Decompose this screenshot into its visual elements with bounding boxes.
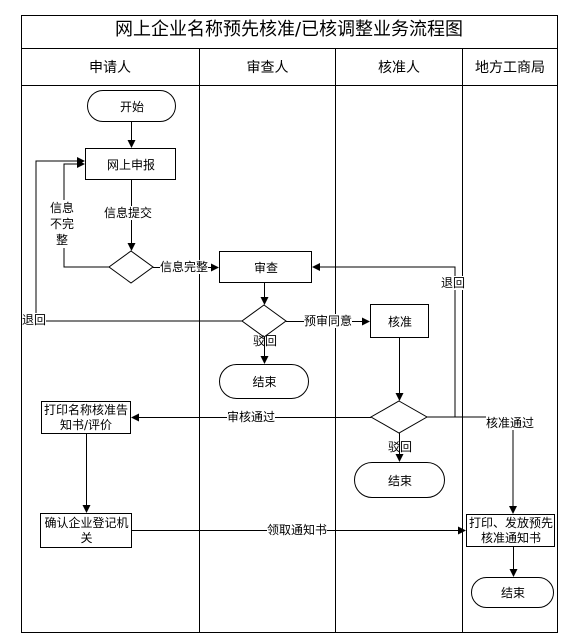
confirm-org-label: 确认企业登记机关	[44, 516, 129, 545]
end-reviewer-label: 结束	[252, 375, 277, 389]
approve-decision-diamond	[369, 400, 429, 434]
start-label: 开始	[119, 99, 144, 114]
diagram-frame	[21, 15, 558, 633]
lane-local-bureau: 地方工商局	[475, 60, 545, 76]
edge-label-approve-pass: 核准通过	[486, 416, 535, 430]
edge-label-info-incomplete: 信息不完整	[47, 200, 77, 248]
edge-label-get-notice: 领取通知书	[267, 523, 328, 537]
end-approver-terminator	[354, 462, 445, 498]
end-approver-label: 结束	[387, 473, 412, 488]
approve-label: 核准	[387, 314, 412, 329]
edge-label-info-submit: 信息提交	[104, 206, 153, 220]
end-local-label: 结束	[500, 586, 525, 600]
print-notice-box	[41, 401, 131, 434]
lane-approver: 核准人	[378, 60, 420, 76]
edge-label-review-pass: 审核通过	[227, 410, 276, 424]
edge-label-info-complete: 信息完整	[160, 260, 209, 274]
review-label: 审查	[253, 260, 278, 275]
edge-label-pre-review-agree: 预审同意	[304, 314, 353, 328]
diagram-title: 网上企业名称预先核准/已核调整业务流程图	[114, 19, 464, 40]
print-notice-label: 打印名称核准告知书/评价	[44, 403, 129, 432]
review-box	[219, 251, 312, 283]
print-issue-box	[466, 514, 555, 547]
info-check-diamond	[108, 250, 154, 284]
start-terminator	[87, 90, 176, 122]
approve-box	[370, 304, 429, 338]
review-decision-diamond	[241, 304, 287, 338]
edge-label-reject-reviewer: 驳回	[253, 334, 278, 348]
end-local-terminator	[471, 577, 554, 608]
lane-reviewer: 审查人	[246, 60, 289, 76]
online-apply-box	[85, 148, 176, 180]
online-apply-label: 网上申报	[106, 157, 155, 172]
print-issue-label: 打印、发放预先核准通知书	[469, 516, 554, 545]
edge-return-left	[35, 157, 242, 322]
end-reviewer-terminator	[219, 364, 309, 399]
edge-label-return-left: 退回	[22, 313, 47, 327]
edge-label-return-right: 退回	[441, 276, 466, 290]
edge-label-reject-approver: 驳回	[388, 440, 413, 454]
confirm-org-box	[40, 513, 132, 548]
lane-applicant: 申请人	[89, 60, 131, 76]
edge-return-right	[312, 263, 456, 418]
